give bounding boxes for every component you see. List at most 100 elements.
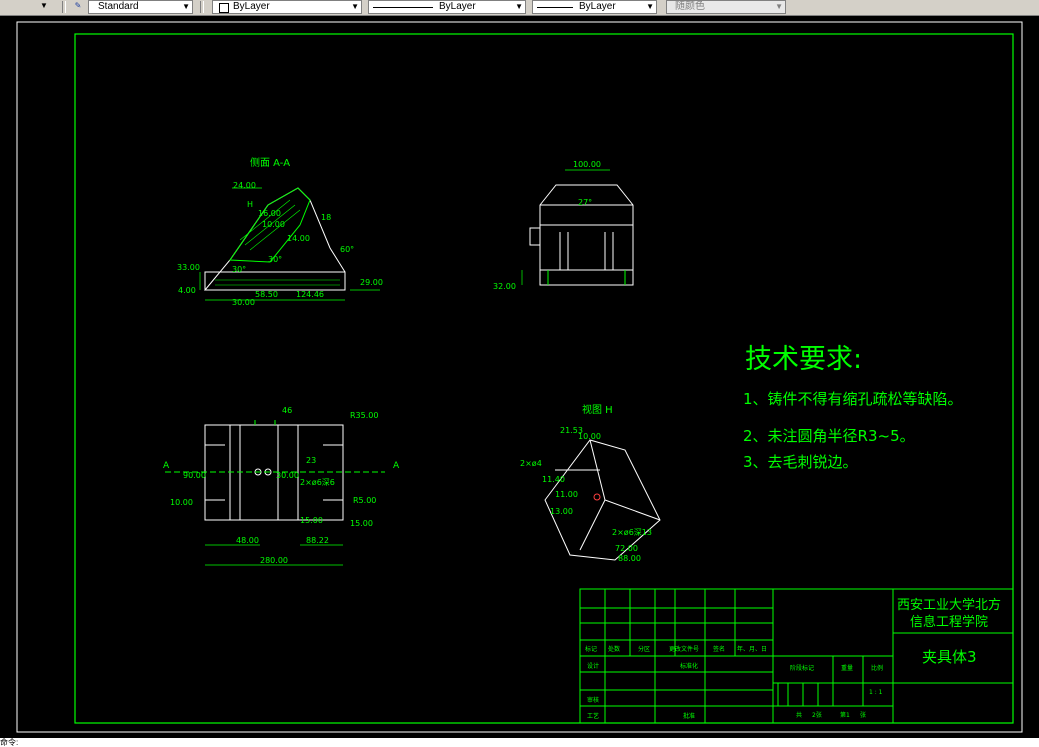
dim-label: 21.53 — [560, 426, 583, 435]
section-mark-label: A — [393, 461, 400, 471]
school-name-line2: 信息工程学院 — [910, 614, 988, 630]
dim-label: 4.00 — [178, 286, 196, 295]
dim-label: 32.00 — [493, 282, 516, 291]
title-block-label: 更改文件号 — [669, 645, 699, 653]
sheet-label: 第1 — [840, 711, 850, 719]
part-name: 夹具体3 — [922, 648, 977, 666]
dim-label: 13.00 — [550, 507, 573, 516]
tech-item: 3、去毛刺锐边。 — [743, 453, 858, 471]
title-block-label: 处数 — [608, 645, 620, 653]
dim-label: 23 — [306, 456, 316, 465]
chevron-down-icon: ▼ — [351, 2, 359, 11]
linetype-select[interactable]: ByLayer ▼ — [368, 0, 526, 14]
dim-label: 10.00 — [578, 432, 601, 441]
dim-label: 18 — [321, 213, 331, 222]
section-view-aa: 侧面 A-A 24.00 16.00 10.00 18 14.00 60° 33… — [177, 156, 383, 307]
title-block-label: 标记 — [585, 645, 597, 653]
section-mark-label: A — [163, 461, 170, 471]
dim-label: 88.22 — [306, 536, 329, 545]
tech-requirements: 技术要求: 1、铸件不得有缩孔疏松等缺陷。 2、未注圆角半径R3~5。 3、去毛… — [743, 344, 963, 471]
sheet-border-inner — [74, 33, 1014, 724]
dim-label: 48.00 — [236, 536, 259, 545]
chevron-down-icon: ▼ — [775, 2, 783, 11]
sheet-border-outer — [16, 21, 1023, 733]
dim-label: 15.00 — [300, 516, 323, 525]
stage-mark-label: 阶段标记 — [790, 664, 814, 672]
weight-label: 重量 — [841, 664, 853, 672]
lineweight-select[interactable]: ByLayer ▼ — [532, 0, 657, 14]
dim-label: 90.00 — [183, 471, 206, 480]
lineweight-value: ByLayer — [579, 1, 616, 12]
chevron-down-icon: ▼ — [515, 2, 523, 11]
title-block: 标记 处数 分区 更改文件号 签名 年、月、日 设计 标准化 审核 工艺 批准 … — [579, 588, 1014, 724]
dim-label: 2×ø4 — [520, 459, 542, 468]
dim-label: 15.00 — [350, 519, 373, 528]
dim-label: 10.00 — [170, 498, 193, 507]
dim-label: 88.00 — [618, 554, 641, 563]
dim-label: 30.00 — [232, 298, 255, 307]
dim-label: 58.50 — [255, 290, 278, 299]
properties-toolbar: ▼ ✎ Standard ▼ ByLayer ▼ ByLayer ▼ ByLay… — [0, 0, 1039, 16]
section-title: 侧面 A-A — [250, 156, 290, 169]
dim-label: 33.00 — [177, 263, 200, 272]
dim-label: 2×ø6深6 — [300, 478, 335, 487]
total-label: 共 — [796, 711, 802, 719]
dim-label: 24.00 — [233, 181, 256, 190]
lineweight-preview-icon — [537, 7, 573, 8]
plotstyle-value: 随颜色 — [675, 1, 705, 12]
drawing-svg: 侧面 A-A 24.00 16.00 10.00 18 14.00 60° 33… — [16, 21, 1023, 733]
tech-item: 2、未注圆角半径R3~5。 — [743, 427, 915, 445]
designer-label: 设计 — [587, 662, 599, 670]
school-name-line1: 西安工业大学北方 — [897, 597, 1001, 613]
plotstyle-select[interactable]: 随颜色 ▼ — [666, 0, 786, 14]
total-sheets: 2张 — [812, 711, 822, 719]
title-block-label: 签名 — [713, 645, 725, 653]
dim-label: 100.00 — [573, 160, 601, 169]
dim-label: 14.00 — [287, 234, 310, 243]
dim-label: R5.00 — [353, 496, 376, 505]
linetype-preview-icon — [373, 7, 433, 8]
drawing-canvas[interactable]: 侧面 A-A 24.00 16.00 10.00 18 14.00 60° 33… — [0, 16, 1039, 738]
color-swatch-icon — [219, 3, 229, 13]
text-style-value: Standard — [98, 1, 139, 12]
toolbar-separator — [200, 1, 204, 13]
dim-label: 29.00 — [360, 278, 383, 287]
dim-label: 124.46 — [296, 290, 324, 299]
chevron-down-icon: ▼ — [646, 2, 654, 11]
dim-label: 10.00 — [262, 220, 285, 229]
layer-color-select[interactable]: ByLayer ▼ — [212, 0, 362, 14]
linetype-value: ByLayer — [439, 1, 476, 12]
view-h: 视图 H 21.53 10.00 2×ø4 11.40 11.00 13.00 … — [520, 403, 661, 563]
dim-label: 11.40 — [542, 475, 565, 484]
command-line[interactable]: 命令: — [0, 738, 1039, 747]
dim-label: R35.00 — [350, 411, 378, 420]
title-block-label: 分区 — [638, 645, 650, 653]
command-prompt: 命令: — [0, 738, 19, 747]
plan-view: 46 R35.00 23 2×ø6深6 90.00 30.00 10.00 R5… — [163, 406, 400, 566]
text-style-icon[interactable]: ✎ — [74, 1, 82, 10]
chevron-down-icon: ▼ — [182, 2, 190, 11]
standardize-label: 标准化 — [680, 662, 698, 670]
dim-label: 46 — [282, 406, 292, 415]
toolbar-separator — [62, 1, 66, 13]
scale-label: 比例 — [871, 664, 883, 672]
dim-label: H — [247, 200, 253, 209]
view-title: 视图 H — [582, 403, 613, 416]
dim-label: 27° — [578, 198, 592, 207]
scale-value: 1 : 1 — [869, 689, 883, 696]
dim-label: 2×ø6深13 — [612, 528, 652, 537]
title-block-label: 年、月、日 — [737, 645, 767, 653]
dim-label: 30° — [268, 255, 282, 264]
color-value: ByLayer — [233, 1, 270, 12]
dim-label: 280.00 — [260, 556, 288, 565]
dim-label: 11.00 — [555, 490, 578, 499]
approve-label: 批准 — [683, 712, 695, 720]
review-label: 审核 — [587, 696, 599, 704]
text-style-select[interactable]: Standard ▼ — [88, 0, 193, 14]
process-label: 工艺 — [587, 712, 599, 720]
tech-title: 技术要求: — [745, 344, 862, 375]
front-view: 100.00 27° 32.00 — [493, 160, 634, 291]
dropdown-arrow-icon[interactable]: ▼ — [40, 1, 48, 10]
tech-item: 1、铸件不得有缩孔疏松等缺陷。 — [743, 390, 963, 408]
dim-label: 30° — [232, 265, 246, 274]
